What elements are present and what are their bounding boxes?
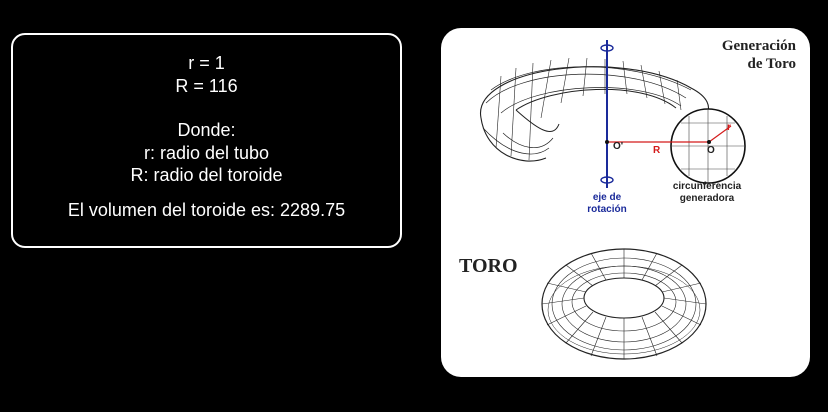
- where-label: Donde:: [177, 120, 236, 140]
- rotation-axis: [600, 40, 614, 188]
- major-radius-label: R: [653, 145, 661, 156]
- cut-torus-drawing: [480, 57, 709, 162]
- tube-radius-description: r: radio del tubo: [143, 142, 270, 163]
- minor-radius-label: r: [727, 122, 731, 133]
- generator-label-line2: generadora: [680, 193, 735, 204]
- generator-label-line1: circunferencia: [673, 181, 742, 192]
- tube-center-label: O: [707, 145, 715, 156]
- generating-circle: [670, 108, 746, 184]
- figure-title-line1: Generación: [722, 38, 797, 54]
- radius-line: [605, 125, 732, 144]
- full-torus-drawing: [541, 248, 707, 360]
- torus-radius-value: R = 116: [175, 75, 238, 96]
- torus-diagram: O' O R r Generación de Toro eje de rotac…: [459, 38, 797, 360]
- axis-label-line1: eje de: [593, 192, 622, 203]
- axis-label-line2: rotación: [587, 204, 626, 215]
- torus-label: TORO: [459, 255, 518, 277]
- volume-result: El volumen del toroide es: 2289.75: [67, 199, 346, 220]
- torus-info-panel: r = 1 R = 116 Donde: r: radio del tubo R…: [11, 33, 402, 248]
- figure-title-line2: de Toro: [748, 56, 797, 72]
- tube-radius-value: r = 1: [188, 53, 225, 73]
- center-point-label: O': [613, 141, 623, 152]
- torus-illustration: O' O R r Generación de Toro eje de rotac…: [441, 28, 810, 377]
- torus-radius-description: R: radio del toroide: [130, 165, 283, 185]
